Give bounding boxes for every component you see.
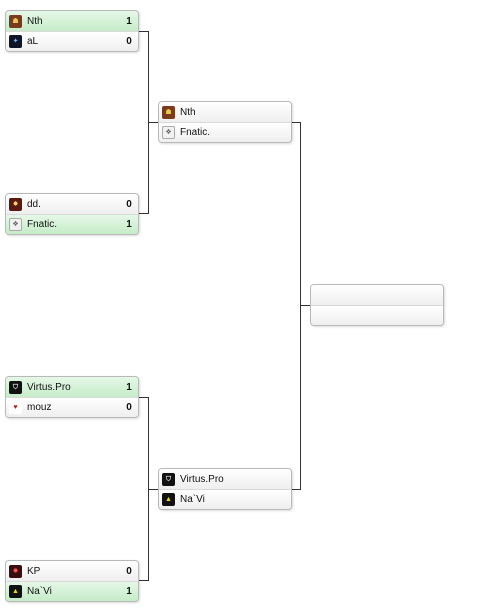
team-name: Virtus.Pro — [180, 473, 224, 485]
fnatic-logo-icon: ❖ — [162, 126, 175, 139]
match-r1-4[interactable]: ✹ KP 0 ▲ Na`Vi 1 — [5, 560, 139, 602]
match-r1-3[interactable]: ⛉ Virtus.Pro 1 ♥ mouz 0 — [5, 376, 139, 418]
match-r1-1[interactable]: ☗ Nth 1 ✦ aL 0 — [5, 10, 139, 52]
team-row[interactable] — [311, 305, 443, 325]
al-logo-icon: ✦ — [9, 35, 22, 48]
team-row[interactable]: ✹ KP 0 — [6, 561, 138, 581]
team-score: 0 — [126, 36, 132, 47]
virtus-pro-logo-icon: ⛉ — [9, 380, 22, 394]
match-r1-2[interactable]: ✸ dd. 0 ❖ Fnatic. 1 — [5, 193, 139, 235]
team-score: 1 — [126, 381, 132, 393]
bracket-connector — [139, 31, 148, 32]
bracket-connector — [300, 305, 310, 306]
team-name: Virtus.Pro — [27, 381, 71, 393]
mouz-logo-icon: ♥ — [9, 401, 22, 414]
team-name: aL — [27, 36, 39, 47]
team-score: 0 — [126, 565, 132, 577]
team-name: mouz — [27, 402, 52, 413]
team-name: KP — [27, 565, 41, 577]
nth-logo-icon: ☗ — [162, 105, 175, 119]
team-score: 1 — [126, 219, 132, 230]
team-score: 0 — [126, 198, 132, 210]
team-row[interactable]: ⛉ Virtus.Pro — [159, 469, 291, 489]
kp-logo-icon: ✹ — [9, 564, 22, 578]
bracket-connector — [292, 122, 300, 123]
match-final[interactable] — [310, 284, 444, 326]
team-name: dd. — [27, 198, 41, 210]
bracket-connector — [148, 122, 158, 123]
bracket-connector — [139, 580, 148, 581]
match-r2-1[interactable]: ☗ Nth ❖ Fnatic. — [158, 101, 292, 143]
team-score: 0 — [126, 402, 132, 413]
navi-logo-icon: ▲ — [162, 493, 175, 506]
team-row[interactable]: ⛉ Virtus.Pro 1 — [6, 377, 138, 397]
team-name: Nth — [27, 15, 43, 27]
team-row[interactable]: ♥ mouz 0 — [6, 397, 138, 417]
virtus-pro-logo-icon: ⛉ — [162, 472, 175, 486]
bracket-connector — [300, 122, 301, 490]
team-row[interactable] — [311, 285, 443, 305]
bracket-connector — [139, 397, 148, 398]
team-name: Na`Vi — [180, 494, 205, 505]
team-name: Nth — [180, 106, 196, 118]
team-row[interactable]: ▲ Na`Vi — [159, 489, 291, 509]
team-name: Na`Vi — [27, 586, 52, 597]
team-row[interactable]: ▲ Na`Vi 1 — [6, 581, 138, 601]
bracket-connector — [292, 489, 300, 490]
team-row[interactable]: ❖ Fnatic. — [159, 122, 291, 142]
team-row[interactable]: ❖ Fnatic. 1 — [6, 214, 138, 234]
team-row[interactable]: ✦ aL 0 — [6, 31, 138, 51]
team-name: Fnatic. — [27, 219, 58, 230]
team-row[interactable]: ☗ Nth 1 — [6, 11, 138, 31]
team-score: 1 — [126, 15, 132, 27]
bracket-connector — [139, 213, 148, 214]
navi-logo-icon: ▲ — [9, 585, 22, 598]
fnatic-logo-icon: ❖ — [9, 218, 22, 231]
nth-logo-icon: ☗ — [9, 14, 22, 28]
dd-logo-icon: ✸ — [9, 197, 22, 211]
bracket-connector — [148, 489, 158, 490]
team-name: Fnatic. — [180, 127, 211, 138]
team-row[interactable]: ☗ Nth — [159, 102, 291, 122]
match-r2-2[interactable]: ⛉ Virtus.Pro ▲ Na`Vi — [158, 468, 292, 510]
team-score: 1 — [126, 586, 132, 597]
team-row[interactable]: ✸ dd. 0 — [6, 194, 138, 214]
